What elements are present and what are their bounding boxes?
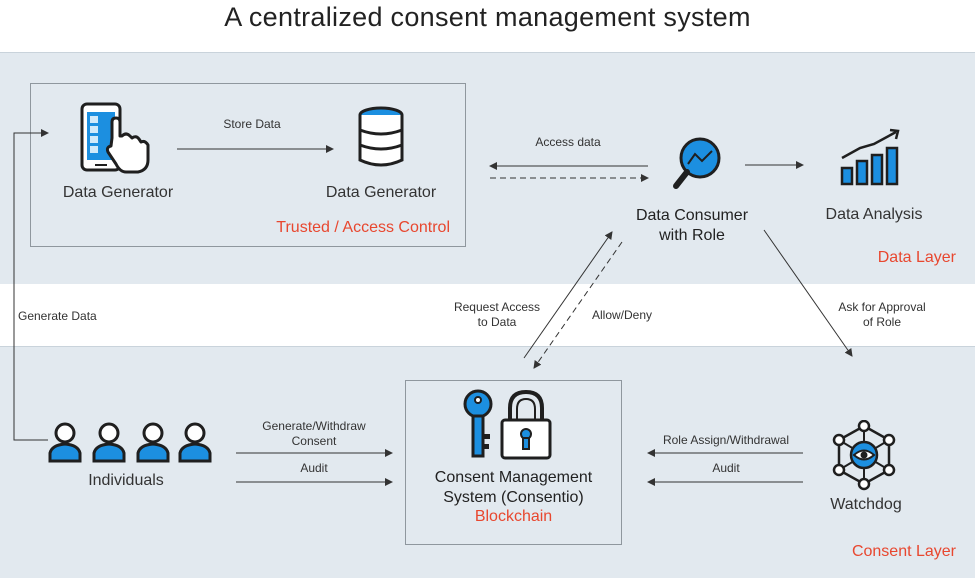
approval-arrow — [763, 229, 853, 357]
trusted-access-control-label: Trusted / Access Control — [276, 219, 450, 236]
bar-chart-icon — [840, 128, 900, 186]
watchdog-label: Watchdog — [830, 496, 902, 513]
request-access-label-line2: to Data — [477, 315, 517, 329]
generate-data-label: Generate Data — [18, 309, 97, 323]
request-access-label-line1: Request Access — [453, 300, 541, 314]
withdraw-consent-label-line2: Consent — [291, 434, 337, 448]
user-icon — [136, 422, 170, 463]
data-analysis-label: Data Analysis — [825, 206, 923, 223]
data-consumer-label-line1: Data Consumer — [635, 207, 749, 224]
phone-touch-icon — [80, 102, 150, 174]
allow-deny-arrow — [533, 241, 623, 369]
data-generator-storage-label: Data Generator — [325, 184, 437, 201]
consent-layer-label: Consent Layer — [851, 543, 956, 560]
access-data-label: Access data — [535, 135, 601, 149]
individuals-icon-group — [48, 422, 212, 463]
cms-label-line2: System (Consentio) — [443, 489, 584, 506]
key-lock-icon — [463, 389, 552, 460]
cms-label-line1: Consent Management — [434, 469, 593, 486]
middle-band — [0, 284, 975, 346]
role-assign-label: Role Assign/Withdrawal — [662, 433, 790, 447]
audit-right-label: Audit — [712, 461, 740, 475]
audit-left-label: Audit — [300, 461, 328, 475]
approval-label-line2: of Role — [862, 315, 902, 329]
store-data-label: Store Data — [223, 117, 281, 131]
withdraw-consent-label-line1: Generate/Withdraw — [262, 419, 366, 433]
data-generator-label: Data Generator — [62, 184, 174, 201]
data-consumer-label-line2: with Role — [659, 227, 725, 244]
page-title: A centralized consent management system — [224, 2, 751, 32]
generate-data-line — [13, 129, 49, 441]
magnifier-chart-icon — [673, 137, 721, 189]
data-layer-label: Data Layer — [877, 249, 956, 266]
approval-label-line1: Ask for Approval — [838, 300, 926, 314]
user-icon — [48, 422, 82, 463]
database-icon — [358, 106, 404, 167]
request-access-arrow — [523, 231, 613, 359]
allow-deny-label: Allow/Deny — [591, 308, 653, 322]
trusted-access-control-box — [30, 83, 466, 247]
individuals-label: Individuals — [88, 472, 164, 489]
user-icon — [92, 422, 126, 463]
network-eye-icon — [832, 420, 896, 491]
blockchain-label: Blockchain — [474, 508, 553, 525]
consent-management-box — [405, 380, 622, 545]
user-icon — [178, 422, 212, 463]
